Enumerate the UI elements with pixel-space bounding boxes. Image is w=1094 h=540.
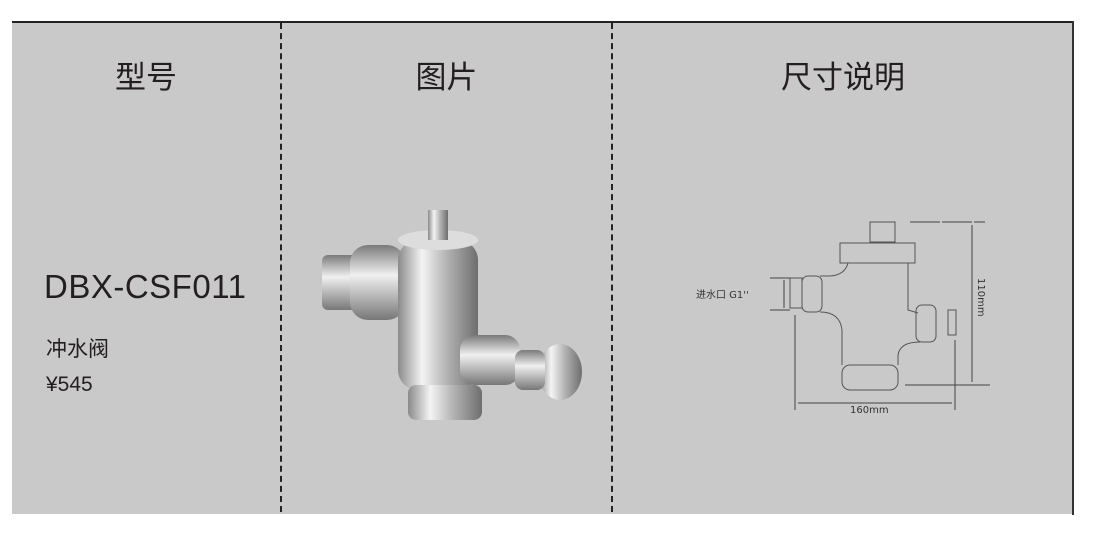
header-picture: 图片 — [415, 60, 478, 96]
header-model: 型号 — [115, 60, 177, 96]
column-divider — [611, 23, 613, 512]
width-label: 160mm — [850, 405, 889, 416]
product-price: ¥545 — [46, 373, 93, 396]
product-image — [322, 210, 582, 420]
product-name: 冲水阀 — [46, 337, 109, 361]
column-divider — [280, 23, 282, 512]
height-label: 110mm — [975, 278, 986, 317]
model-number: DBX-CSF011 — [44, 268, 247, 305]
header-dimensions: 尺寸说明 — [781, 60, 905, 96]
inlet-label: 进水口 G1'' — [696, 289, 749, 301]
spec-table — [12, 21, 1073, 514]
table-right-border — [1072, 21, 1074, 515]
dimension-diagram: 进水口 G1'' 160mm 110mm — [696, 221, 990, 416]
